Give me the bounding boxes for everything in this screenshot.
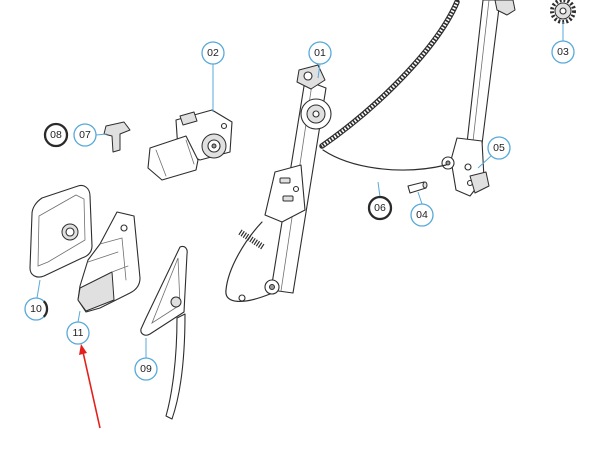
callout-number: 02 bbox=[207, 47, 219, 59]
callout-01: 01 bbox=[308, 41, 332, 65]
leader-line bbox=[477, 155, 492, 169]
callout-bubble bbox=[308, 41, 332, 65]
callout-07: 07 bbox=[73, 123, 97, 147]
lower-cable bbox=[322, 149, 447, 171]
mirror-mount-bracket-base bbox=[77, 271, 115, 312]
mirror-trim-knob-center bbox=[65, 227, 75, 237]
mirror-trim-cover bbox=[29, 184, 93, 278]
callout-05: 05 bbox=[487, 136, 511, 160]
regulator-plate-assembly bbox=[264, 64, 332, 295]
drive-gear-hub bbox=[559, 7, 567, 15]
lower-pulley-hub bbox=[269, 284, 275, 290]
callout-number: 01 bbox=[314, 47, 326, 59]
callout-04: 04 bbox=[410, 203, 434, 227]
guide-rail bbox=[465, 0, 501, 153]
motor-output-shaft bbox=[211, 143, 217, 149]
bracket-flange bbox=[469, 171, 490, 194]
callout-bubble bbox=[43, 122, 69, 148]
guide-rail-top-clip bbox=[494, 0, 516, 16]
mirror-trim-cover-inner bbox=[37, 194, 86, 267]
slider-slot bbox=[282, 195, 294, 202]
callout-09: 09 bbox=[134, 357, 158, 381]
callout-number: 09 bbox=[140, 363, 152, 375]
cable-pulley-hub bbox=[445, 160, 451, 166]
callout-bubble bbox=[66, 321, 90, 345]
window-seal-corner-inner bbox=[151, 257, 181, 325]
drive-gear bbox=[550, 0, 576, 24]
mirror-mount-bracket-hole bbox=[120, 224, 128, 232]
upper-cable-sheath-ribbing bbox=[321, 1, 459, 148]
leader-line bbox=[417, 191, 423, 205]
callout-03: 03 bbox=[551, 40, 575, 64]
mirror-mount-bracket-ribs bbox=[87, 237, 129, 281]
guide-rail-inner-edge bbox=[471, 0, 490, 151]
window-carrier-slider bbox=[264, 164, 306, 223]
slider-slot bbox=[279, 177, 291, 184]
callout-number: 04 bbox=[416, 209, 428, 221]
window-motor bbox=[147, 109, 233, 181]
leader-line bbox=[77, 310, 81, 323]
highlight-arrow-head bbox=[79, 344, 87, 355]
callout-bubble bbox=[551, 40, 575, 64]
upper-cable-sheath bbox=[319, 0, 460, 149]
callout-number: 11 bbox=[73, 327, 84, 339]
slider-rivet bbox=[292, 185, 300, 193]
motor-connector bbox=[179, 111, 198, 126]
leader-line bbox=[377, 181, 381, 198]
bracket-hole bbox=[464, 163, 472, 171]
guide-rail-assembly bbox=[441, 0, 516, 197]
callout-bubble bbox=[201, 41, 225, 65]
window-seal-corner-piece bbox=[140, 245, 188, 336]
lower-cable-loop bbox=[225, 221, 271, 302]
callout-10: 10 bbox=[24, 297, 49, 321]
highlight-arrow-shaft bbox=[82, 351, 101, 429]
leader-line bbox=[317, 63, 321, 79]
callout-11: 11 bbox=[66, 321, 90, 345]
cable-drum-hub bbox=[312, 110, 320, 118]
motor-mount-hole bbox=[220, 122, 228, 130]
cable-tension-spring bbox=[238, 229, 265, 250]
window-seal-strip-body bbox=[165, 313, 186, 420]
mirror-trim-cover-outer bbox=[29, 184, 93, 278]
callout-bubble bbox=[410, 203, 434, 227]
callout-02: 02 bbox=[201, 41, 225, 65]
callout-number: 07 bbox=[79, 129, 91, 141]
highlight-arrow bbox=[79, 344, 101, 429]
window-seal-knob bbox=[170, 296, 182, 308]
callout-number: 08 bbox=[50, 129, 62, 141]
motor-cylinder-seam bbox=[155, 139, 195, 177]
leader-line bbox=[95, 133, 108, 136]
callout-bubble bbox=[487, 136, 511, 160]
mirror-mount-bracket bbox=[77, 211, 141, 313]
callout-bubble bbox=[367, 195, 393, 221]
cable-end-ferrule bbox=[238, 294, 246, 302]
mounting-clip bbox=[103, 121, 131, 153]
regulator-cables bbox=[225, 0, 460, 302]
callout-number: 05 bbox=[493, 142, 505, 154]
callout-number: 06 bbox=[374, 202, 386, 214]
regulator-top-cap-hole bbox=[303, 71, 313, 81]
callout-bubble bbox=[134, 357, 158, 381]
window-seal-strip bbox=[140, 245, 188, 420]
motor-cylinder bbox=[147, 135, 199, 181]
callout-06: 06 bbox=[367, 195, 393, 221]
callout-emphasis-arc bbox=[42, 300, 49, 318]
cable-pin-end bbox=[422, 181, 428, 189]
callout-number: 03 bbox=[557, 46, 569, 58]
callout-bubble bbox=[73, 123, 97, 147]
callout-leaders bbox=[36, 22, 564, 358]
callout-08: 08 bbox=[43, 122, 69, 148]
callout-number: 10 bbox=[30, 303, 42, 315]
leader-line bbox=[36, 279, 41, 299]
